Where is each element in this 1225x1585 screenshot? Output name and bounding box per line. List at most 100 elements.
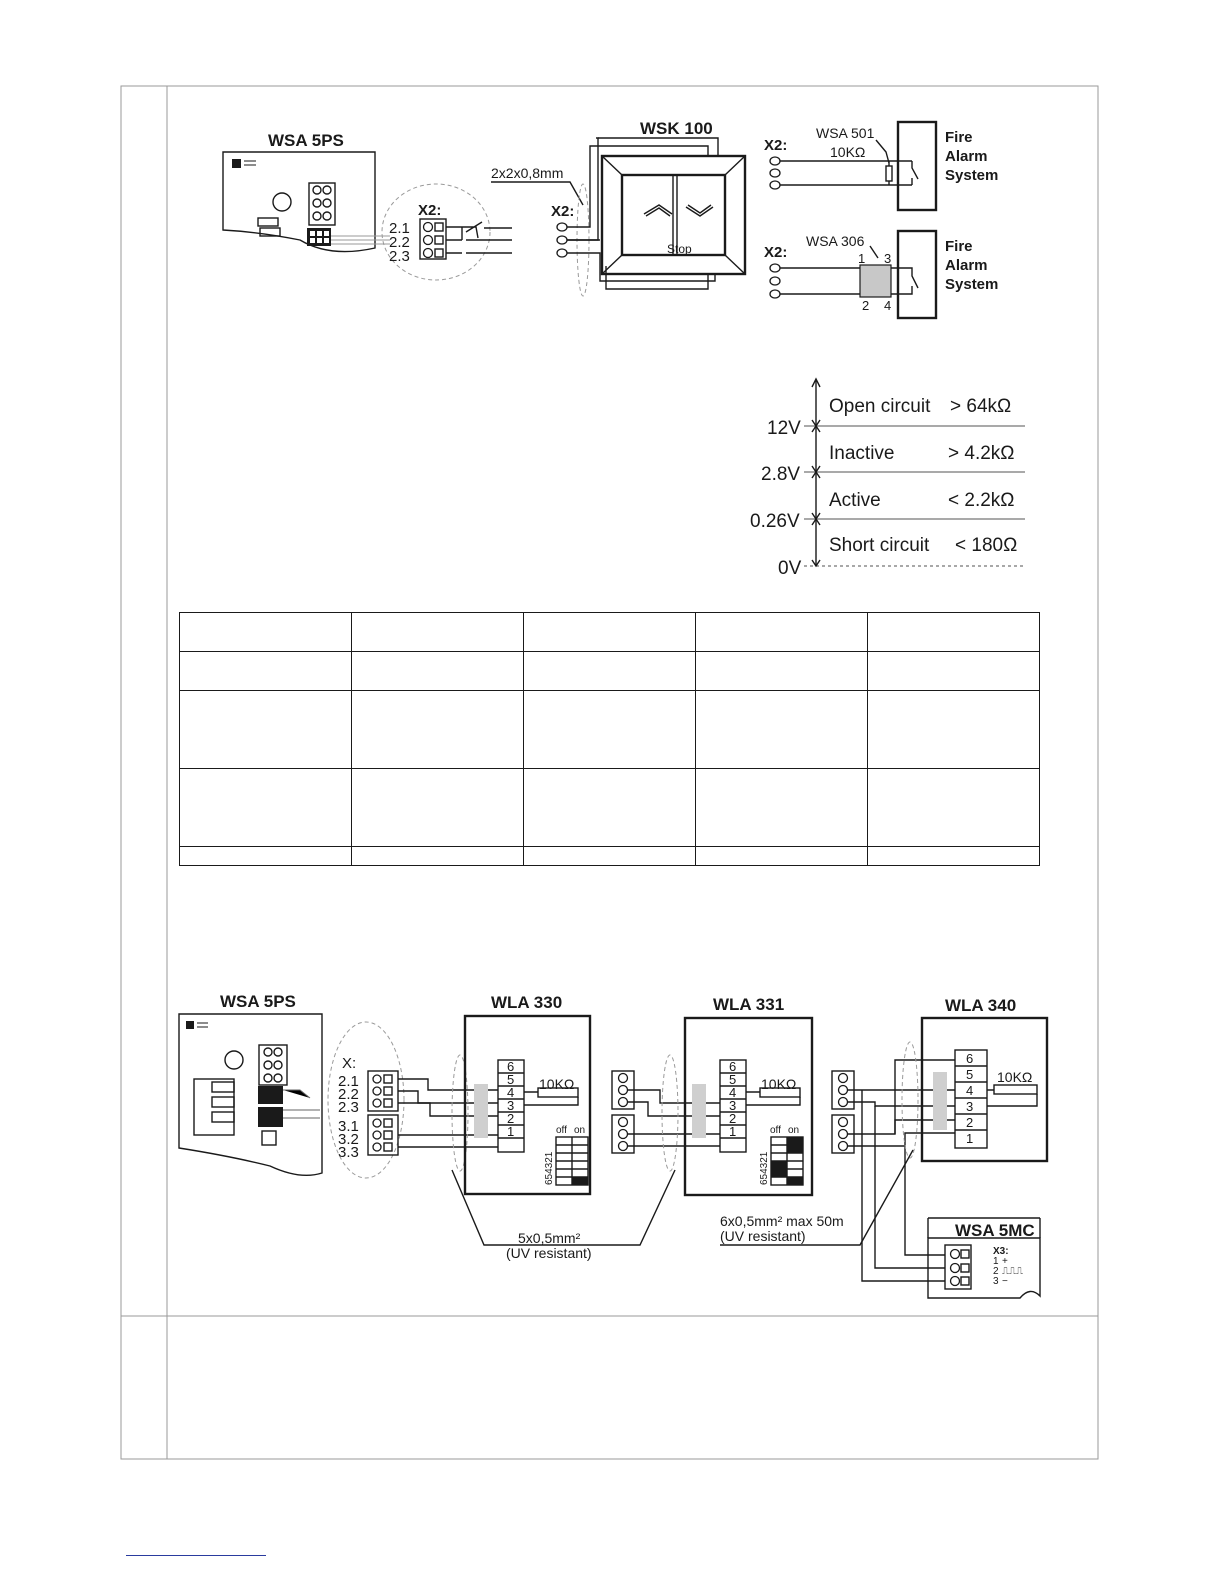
wires-b (611, 1054, 720, 1172)
table-cell (351, 690, 524, 769)
x2-terminal-2-2: 2.2 (389, 234, 410, 251)
fas1-x2-label: X2: (764, 137, 787, 154)
table-cell (179, 690, 352, 769)
band-active-state: Active (829, 490, 881, 511)
table-cell (179, 846, 352, 866)
band-inactive-value: > 4.2kΩ (948, 443, 1015, 464)
wla340-pin-6: 6 (966, 1051, 973, 1066)
wla331-pin-1: 1 (729, 1124, 736, 1139)
wla340-pin-3: 3 (966, 1099, 973, 1114)
x-3-3: 3.3 (338, 1144, 359, 1161)
cable-annotations: 5x0,5mm² (UV resistant) 6x0,5mm² max 50m… (451, 1149, 914, 1261)
wla340-pin-5: 5 (966, 1067, 973, 1082)
table-cell (867, 612, 1040, 652)
fas2-line-3: System (945, 276, 998, 293)
wsa306-pin-4: 4 (884, 298, 891, 313)
wla340: WLA 340 6 5 4 3 2 1 10KΩ (920, 996, 1049, 1163)
wla331-pin-4: 4 (729, 1085, 736, 1100)
table-cell (351, 612, 524, 652)
wsa5mc-pin-2: 2 (993, 1266, 999, 1277)
wsa5ps-top: WSA 5PS (222, 131, 390, 253)
wla340-pin-2: 2 (966, 1115, 973, 1130)
wla330: WLA 330 6 5 4 3 2 1 10KΩ off on 654321 (463, 993, 592, 1196)
wsa5ps-bottom: WSA 5PS (178, 992, 323, 1176)
x2-zoom: X2: 2.1 2.2 2.3 (381, 183, 512, 281)
x-3-2: 3.2 (338, 1131, 359, 1148)
table-row (179, 690, 1040, 769)
wla331-pin-6: 6 (729, 1059, 736, 1074)
wla340-label: WLA 340 (945, 996, 1016, 1015)
level-2-8v: 2.8V (761, 464, 800, 485)
level-0v: 0V (778, 558, 802, 579)
table-cell (695, 768, 868, 847)
wla331-pin-5: 5 (729, 1072, 736, 1087)
wla331-dip-on: on (788, 1125, 799, 1136)
page-frame (120, 85, 1099, 1460)
cable2-line-2: (UV resistant) (720, 1228, 806, 1244)
fas1-line-2: Alarm (945, 148, 988, 165)
table-cell (179, 612, 352, 652)
wsa501-label: WSA 501 (816, 125, 875, 141)
table-cell (351, 846, 524, 866)
wsa306-pin-2: 2 (862, 298, 869, 313)
fas2-line-2: Alarm (945, 257, 988, 274)
fas1-line-1: Fire (945, 129, 973, 146)
wsa5mc-sign-pulse: ⎍⎍⎍ (1002, 1266, 1023, 1277)
wla340-resistance: 10KΩ (997, 1069, 1032, 1085)
wsa5ps-top-label: WSA 5PS (268, 131, 344, 150)
x-zoom-bottom: X: 2.1 2.2 2.3 3.1 3.2 3.3 (327, 1021, 405, 1179)
band-inactive-state: Inactive (829, 443, 894, 464)
wla331-dip-numbers: 654321 (759, 1151, 770, 1185)
x-2-1: 2.1 (338, 1073, 359, 1090)
x-2-2: 2.2 (338, 1086, 359, 1103)
footer-link-underline[interactable] (126, 1555, 266, 1556)
wsa5mc-pin-1: 1 (993, 1256, 999, 1267)
cable1-line-1: 5x0,5mm² (518, 1230, 581, 1246)
table-cell (523, 846, 696, 866)
table-cell (179, 651, 352, 691)
wla330-label: WLA 330 (491, 993, 562, 1012)
x-label: X: (342, 1055, 356, 1072)
arrow-down-icon (685, 204, 714, 217)
table-cell (179, 768, 352, 847)
wsk-x2-label: X2: (551, 203, 574, 220)
wla330-resistance: 10KΩ (539, 1076, 574, 1092)
voltage-scale: 12V 2.8V 0.26V 0V Open circuit > 64kΩ In… (750, 377, 1025, 579)
wla331-resistance: 10KΩ (761, 1076, 796, 1092)
band-open-value: > 64kΩ (950, 396, 1011, 417)
wla330-pin-6: 6 (507, 1059, 514, 1074)
table-row (179, 768, 1040, 847)
wla340-pin-1: 1 (966, 1131, 973, 1146)
x2-zoom-label: X2: (418, 202, 441, 219)
wsk100-label: WSK 100 (640, 119, 713, 138)
cable-label-top: 2x2x0,8mm (491, 165, 563, 181)
wla331-pin-3: 3 (729, 1098, 736, 1113)
table-cell (695, 651, 868, 691)
cable2-line-1: 6x0,5mm² max 50m (720, 1213, 844, 1229)
wla330-dip-on: on (574, 1125, 585, 1136)
table-cell (867, 651, 1040, 691)
table-cell (867, 690, 1040, 769)
table-cell (351, 768, 524, 847)
fas2-line-1: Fire (945, 238, 973, 255)
level-12v: 12V (767, 418, 801, 439)
table-cell (695, 690, 868, 769)
wires-c (831, 1041, 955, 1282)
band-active-value: < 2.2kΩ (948, 490, 1015, 511)
brand-logo-bottom-icon (186, 1021, 208, 1029)
wsa306-pin-3: 3 (884, 251, 891, 266)
band-short-state: Short circuit (829, 535, 930, 556)
wsa5mc-x3-label: X3: (993, 1246, 1009, 1257)
table-cell (867, 846, 1040, 866)
table-row (179, 846, 1040, 866)
wla331-dip-off: off (770, 1125, 781, 1136)
table-row (179, 651, 1040, 691)
wsa5mc-pin-3: 3 (993, 1276, 999, 1287)
wsk100: WSK 100 2x2x0,8mm X2: Stop (491, 119, 747, 297)
empty-table (179, 612, 1040, 866)
x-2-3: 2.3 (338, 1099, 359, 1116)
table-cell (867, 768, 1040, 847)
wsa306-pin-1: 1 (858, 251, 865, 266)
arrow-up-icon (643, 204, 673, 217)
